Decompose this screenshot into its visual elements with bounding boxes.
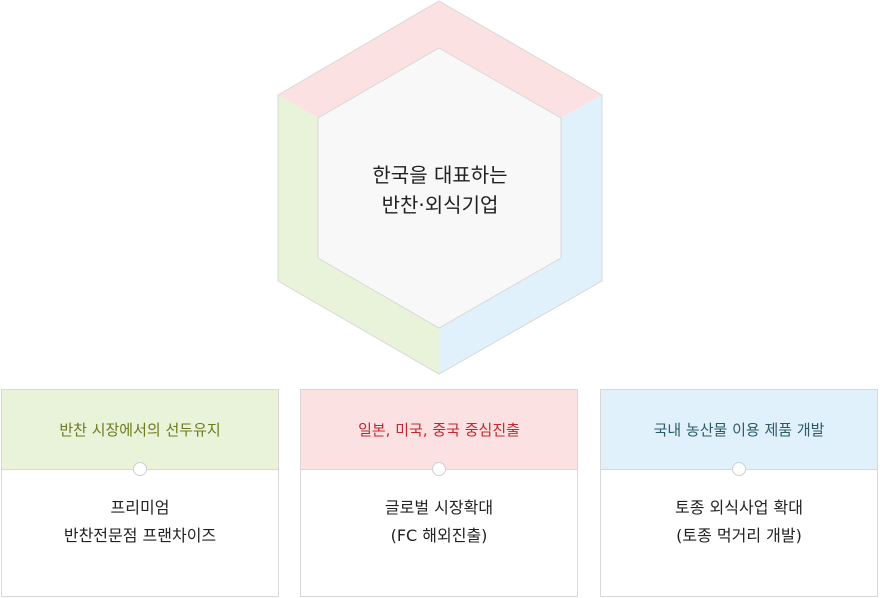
center-title-line2: 반찬·외식기업	[381, 193, 499, 217]
card-title: 반찬 시장에서의 선두유지	[2, 390, 278, 470]
card-title: 국내 농산물 이용 제품 개발	[601, 390, 877, 470]
card-global-expansion: 일본, 미국, 중국 중심진출 글로벌 시장확대 (FC 해외진출)	[300, 389, 578, 597]
pink-band-segment	[278, 1, 602, 118]
card-body: 글로벌 시장확대 (FC 해외진출)	[301, 494, 577, 550]
card-body: 토종 외식사업 확대 (토종 먹거리 개발)	[601, 494, 877, 550]
center-title-line1: 한국을 대표하는	[372, 163, 508, 187]
center-title: 한국을 대표하는 반찬·외식기업	[300, 160, 580, 220]
card-body-line1: 토종 외식사업 확대	[675, 498, 803, 517]
card-body-line1: 프리미엄	[110, 498, 170, 517]
connector-dot	[732, 462, 746, 476]
hexagon-outline	[277, 0, 603, 375]
hexagon-center	[318, 48, 561, 328]
card-body-line2: 반찬전문점 프랜차이즈	[63, 526, 217, 545]
connector-dot	[432, 462, 446, 476]
card-leading-position: 반찬 시장에서의 선두유지 프리미엄 반찬전문점 프랜차이즈	[1, 389, 279, 597]
card-body-line2: (FC 해외진출)	[390, 526, 488, 545]
card-title: 일본, 미국, 중국 중심진출	[301, 390, 577, 470]
hexagon-diagram	[277, 0, 603, 375]
card-body-line1: 글로벌 시장확대	[384, 498, 494, 517]
card-domestic-produce: 국내 농산물 이용 제품 개발 토종 외식사업 확대 (토종 먹거리 개발)	[600, 389, 878, 597]
connector-dot	[133, 462, 147, 476]
card-body-line2: (토종 먹거리 개발)	[676, 526, 802, 545]
card-body: 프리미엄 반찬전문점 프랜차이즈	[2, 494, 278, 550]
hexagon-inner-outline	[317, 47, 562, 329]
